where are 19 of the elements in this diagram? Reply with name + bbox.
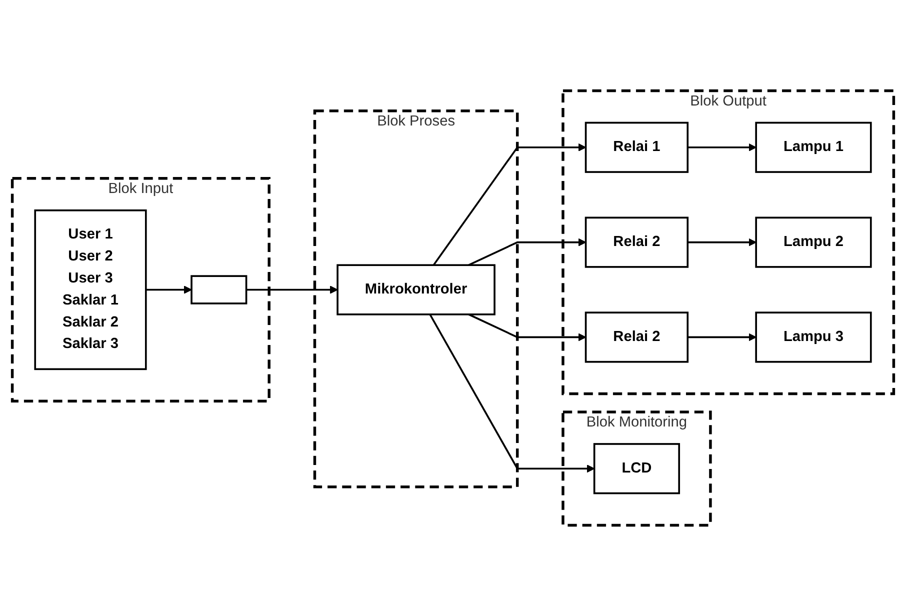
node-box: User 1 User 2 User 3 Saklar 1 Saklar 2 Saklar 3 bbox=[34, 209, 147, 370]
node-box: Mikrokontroler bbox=[336, 264, 496, 316]
arrow bbox=[688, 238, 756, 246]
arrow bbox=[432, 143, 586, 266]
arrow bbox=[468, 238, 586, 266]
arrow bbox=[688, 143, 756, 152]
arrow bbox=[468, 314, 586, 342]
arrow bbox=[146, 286, 192, 294]
arrow bbox=[688, 333, 756, 342]
node-box: Lampu 3 bbox=[755, 312, 872, 363]
arrow bbox=[246, 286, 338, 294]
arrow bbox=[429, 314, 595, 473]
node-box: Relai 2 bbox=[584, 216, 689, 268]
node-box: Relai 2 bbox=[584, 312, 689, 363]
node-box: Lampu 2 bbox=[755, 216, 872, 268]
node-box: LCD bbox=[593, 443, 680, 494]
node-box: Lampu 1 bbox=[755, 122, 872, 173]
node-box: Relai 1 bbox=[584, 122, 689, 173]
node-box bbox=[190, 275, 248, 304]
